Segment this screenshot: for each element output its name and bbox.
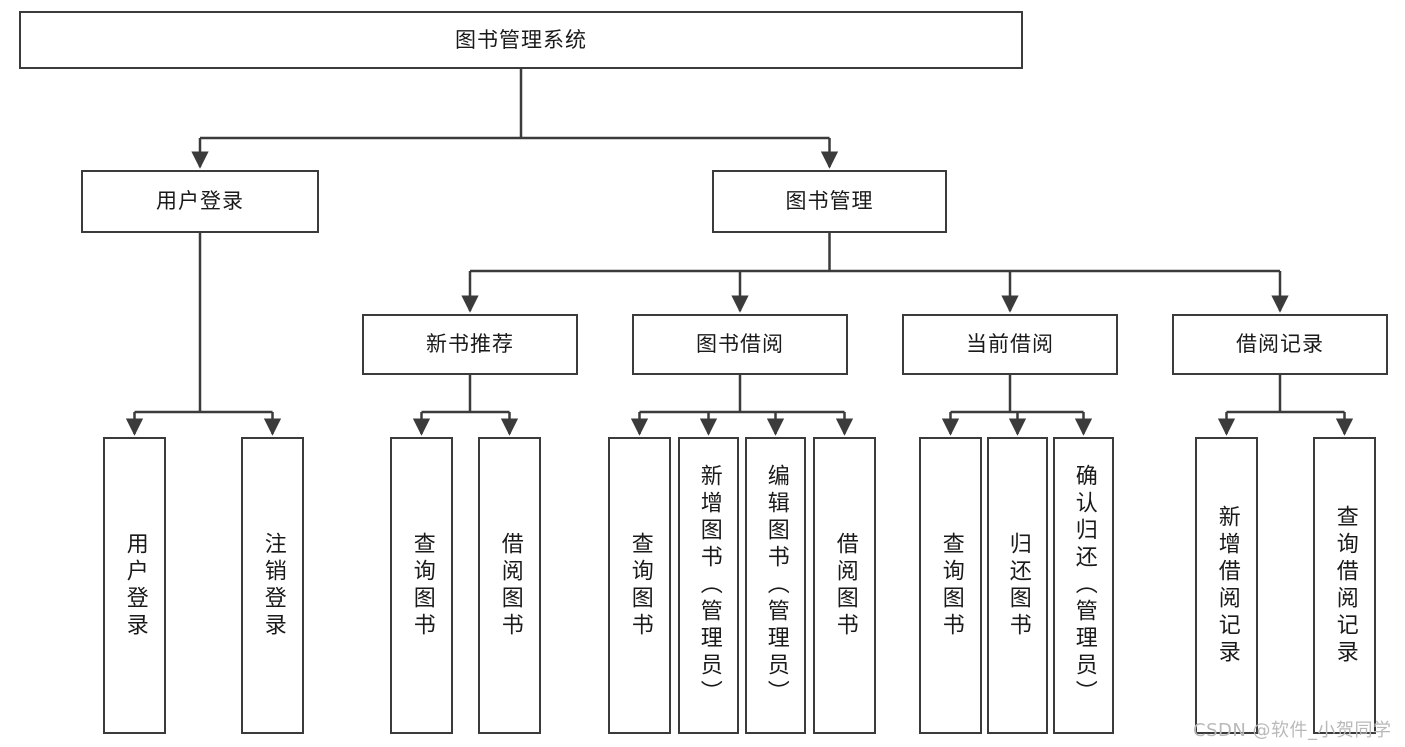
- node-leaf-borrow-book-2[interactable]: 借阅图书: [813, 437, 876, 734]
- node-label: 查询图书: [938, 531, 964, 640]
- node-leaf-add-book[interactable]: 新增图书（管理员）: [678, 437, 739, 734]
- node-label: 借阅图书: [497, 531, 523, 640]
- node-book-borrow[interactable]: 图书借阅: [632, 314, 848, 375]
- node-label: 编辑图书（管理员）: [763, 464, 789, 707]
- node-leaf-confirm-return[interactable]: 确认归还（管理员）: [1053, 437, 1114, 734]
- node-label: 用户登录: [122, 531, 148, 640]
- node-label: 当前借阅: [966, 332, 1054, 356]
- node-user-login[interactable]: 用户登录: [81, 170, 319, 233]
- node-borrow-record[interactable]: 借阅记录: [1172, 314, 1388, 375]
- node-leaf-query-book-1[interactable]: 查询图书: [390, 437, 453, 734]
- node-label: 查询图书: [627, 531, 653, 640]
- node-leaf-user-login[interactable]: 用户登录: [103, 437, 166, 734]
- node-label: 图书管理系统: [455, 27, 587, 52]
- node-label: 新增图书（管理员）: [696, 464, 722, 707]
- node-current-borrow[interactable]: 当前借阅: [902, 314, 1118, 375]
- node-label: 图书管理: [785, 189, 874, 213]
- node-label: 查询图书: [409, 531, 435, 640]
- node-leaf-add-record[interactable]: 新增借阅记录: [1195, 437, 1258, 734]
- node-leaf-logout[interactable]: 注销登录: [241, 437, 304, 734]
- node-label: 注销登录: [260, 531, 286, 640]
- node-leaf-return-book[interactable]: 归还图书: [987, 437, 1048, 734]
- node-new-book-recommend[interactable]: 新书推荐: [362, 314, 578, 375]
- node-label: 用户登录: [156, 189, 244, 213]
- node-system-title[interactable]: 图书管理系统: [19, 11, 1023, 69]
- node-book-management[interactable]: 图书管理: [712, 170, 947, 233]
- node-label: 新增借阅记录: [1214, 504, 1240, 667]
- node-label: 确认归还（管理员）: [1071, 464, 1097, 707]
- node-leaf-query-book-2[interactable]: 查询图书: [608, 437, 671, 734]
- node-leaf-borrow-book-1[interactable]: 借阅图书: [478, 437, 541, 734]
- node-label: 借阅图书: [832, 531, 858, 640]
- node-label: 查询借阅记录: [1332, 504, 1358, 667]
- node-leaf-edit-book[interactable]: 编辑图书（管理员）: [745, 437, 806, 734]
- node-leaf-query-record[interactable]: 查询借阅记录: [1313, 437, 1376, 734]
- node-label: 新书推荐: [426, 332, 514, 356]
- node-label: 归还图书: [1005, 531, 1031, 640]
- node-label: 借阅记录: [1236, 332, 1324, 356]
- node-leaf-query-book-3[interactable]: 查询图书: [919, 437, 982, 734]
- node-label: 图书借阅: [696, 332, 784, 356]
